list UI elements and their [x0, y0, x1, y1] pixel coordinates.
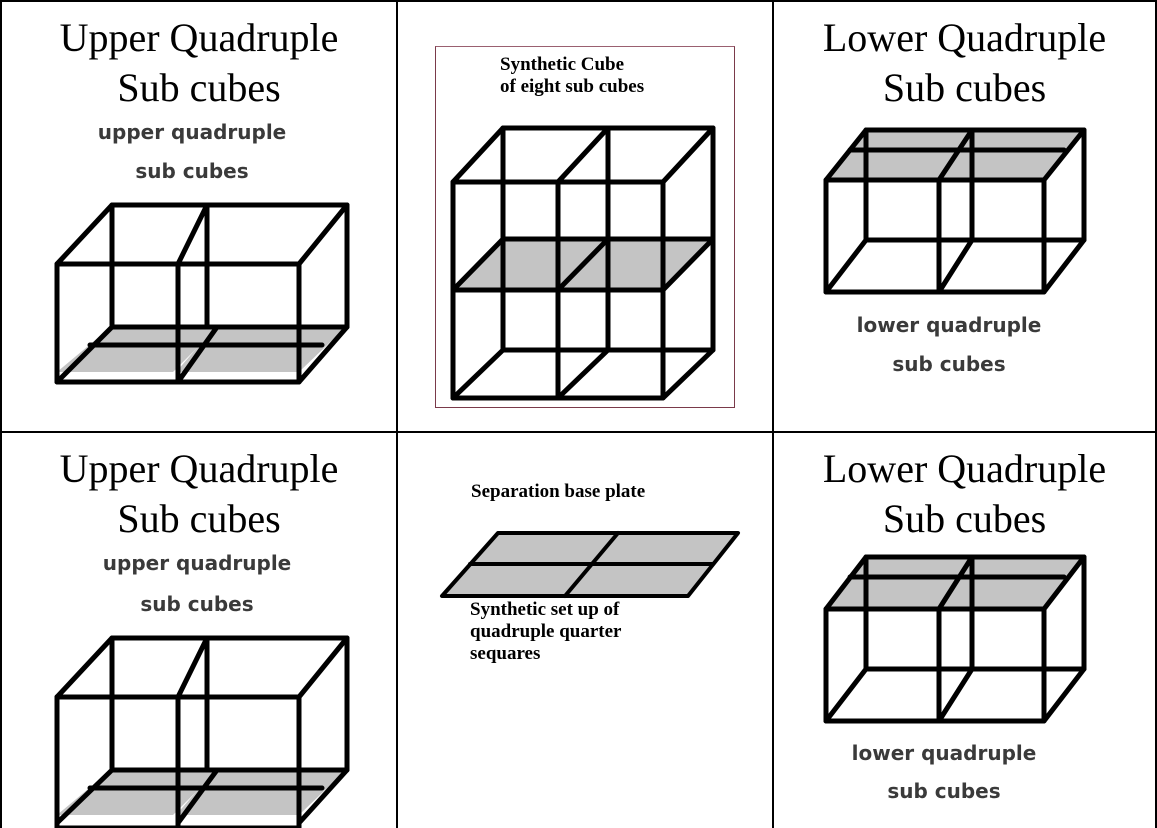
cell-lower-quadruple-bottom: Lower Quadruple Sub cubes lower quadrupl… — [774, 433, 1157, 828]
heading-line-2: Sub cubes — [117, 65, 281, 110]
caption-line-1: Synthetic set up of — [470, 599, 620, 620]
upper-quadruple-cubes-diagram — [54, 635, 350, 828]
heading-line-2: Sub cubes — [117, 496, 281, 541]
figure-frame — [435, 46, 735, 408]
lower-quadruple-cubes-diagram — [823, 127, 1087, 295]
cell-upper-quadruple-bottom: Upper Quadruple Sub cubes upper quadrupl… — [0, 433, 398, 828]
synthetic-cube-diagram — [450, 125, 716, 401]
figure-label-line-1: upper quadruple — [97, 120, 287, 144]
base-plate-diagram — [440, 531, 740, 598]
cell-separation-base-plate: Separation base plate Synthetic set up o… — [398, 433, 774, 828]
figure-label-line-2: sub cubes — [140, 592, 254, 616]
figure-label-line-1: Synthetic Cube — [500, 54, 625, 75]
figure-label-line-1: upper quadruple — [102, 551, 292, 575]
cell-lower-quadruple-top: Lower Quadruple Sub cubes lower quadrupl… — [774, 0, 1157, 433]
heading-line-2: Sub cubes — [882, 65, 1047, 110]
heading-line-1: Upper Quadruple — [59, 15, 339, 60]
upper-quadruple-cubes-diagram — [54, 202, 350, 385]
figure-label-line-2: of eight sub cubes — [500, 76, 645, 97]
heading-line-1: Lower Quadruple — [822, 15, 1107, 60]
figure-label-line-1: lower quadruple — [856, 313, 1042, 337]
plate-title: Separation base plate — [471, 481, 646, 502]
lower-quadruple-cubes-diagram — [823, 554, 1087, 724]
caption-line-2: quadruple quarter — [470, 621, 622, 642]
figure-label-line-2: sub cubes — [892, 352, 1006, 376]
caption-line-3: sequares — [470, 643, 541, 664]
cell-upper-quadruple-top: Upper Quadruple Sub cubes upper quadrupl… — [0, 0, 398, 433]
heading-line-1: Lower Quadruple — [822, 446, 1107, 491]
cell-synthetic-cube: Synthetic Cube of eight sub cubes — [398, 0, 774, 433]
figure-label-line-1: lower quadruple — [851, 741, 1037, 765]
heading-line-1: Upper Quadruple — [59, 446, 339, 491]
figure-label-line-2: sub cubes — [887, 779, 1001, 803]
heading-line-2: Sub cubes — [882, 496, 1047, 541]
figure-label-line-2: sub cubes — [135, 159, 249, 183]
